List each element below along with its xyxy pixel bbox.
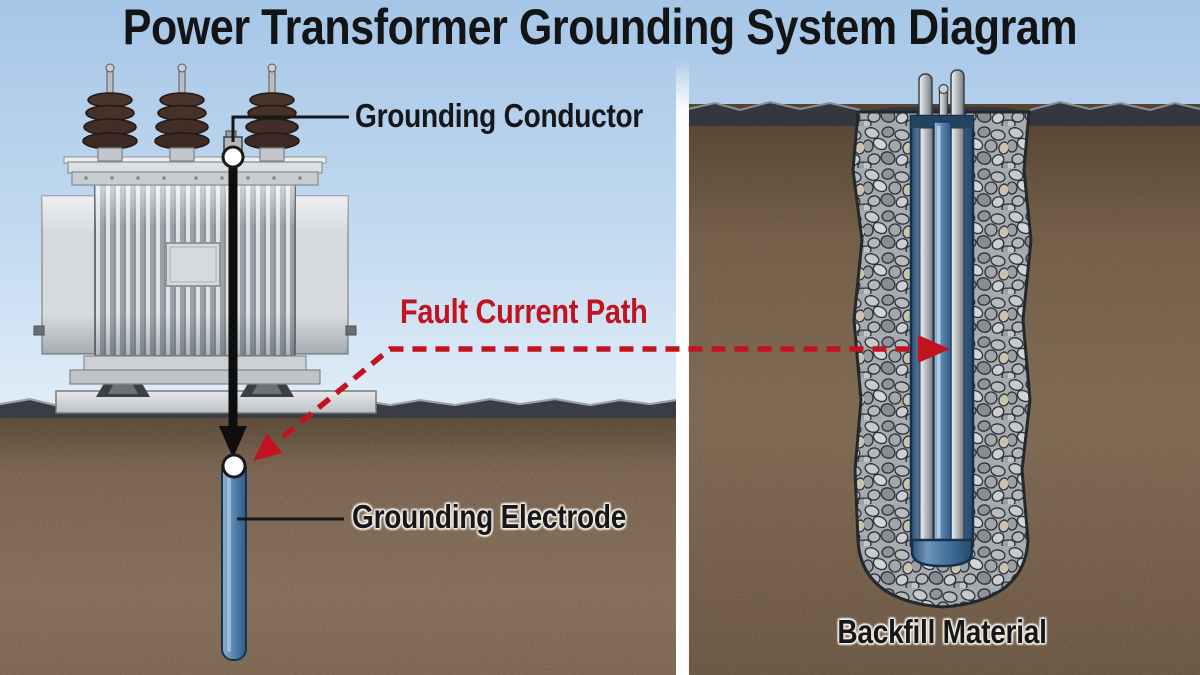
electrode-bottom-cap	[910, 538, 974, 568]
fault-arrowhead-left	[253, 433, 283, 461]
transformer-lid	[67, 161, 323, 174]
bushing	[244, 63, 300, 162]
bushing	[82, 63, 138, 162]
electrode-assembly	[909, 69, 975, 568]
fault-current-path-arrow	[253, 335, 950, 461]
left-panel	[0, 63, 677, 675]
grounding-conductor-label: Grounding Conductor	[355, 97, 644, 134]
fault-arrowhead-right	[918, 335, 950, 363]
bushing	[154, 63, 210, 162]
terminal-connector-bottom	[221, 453, 247, 479]
electrode-center-pipe	[933, 121, 952, 543]
grounding-electrode-rod	[221, 457, 247, 661]
grounding-electrode-label: Grounding Electrode	[352, 498, 627, 535]
conductor-label-leader	[231, 115, 349, 142]
power-transformer	[33, 63, 357, 397]
backfill-material-label: Backfill Material	[837, 613, 1047, 650]
terminal-connector-top	[221, 145, 245, 169]
panel-divider	[676, 60, 689, 675]
page-title: Power Transformer Grounding System Diagr…	[122, 0, 1078, 55]
conductor-arrowhead	[219, 426, 247, 458]
fault-current-path-label: Fault Current Path	[400, 293, 648, 331]
nameplate	[165, 242, 221, 287]
right-panel	[687, 69, 1200, 675]
